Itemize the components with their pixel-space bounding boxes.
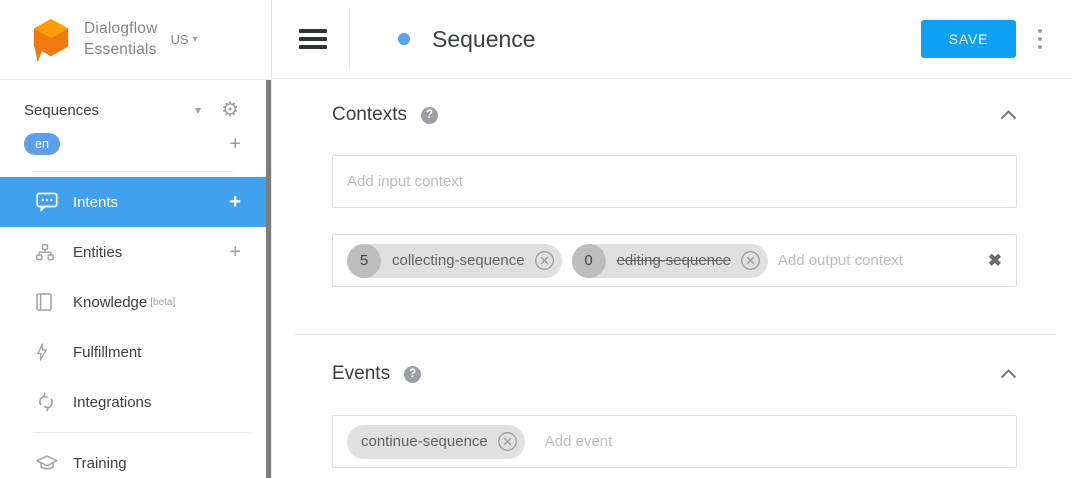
page-title: Sequence (432, 25, 536, 52)
book-icon (36, 293, 58, 311)
main-header: Sequence SAVE (272, 0, 1072, 79)
intent-status-dot (398, 33, 410, 45)
region-selector[interactable]: US ▾ (171, 32, 198, 47)
sidebar-nav: Intents + Entities + Knowledge [beta] (0, 177, 271, 478)
add-language-icon[interactable]: + (229, 133, 241, 155)
add-intent-icon[interactable]: + (229, 191, 241, 213)
gear-icon[interactable]: ⚙ (221, 99, 239, 121)
chevron-down-icon: ▾ (192, 34, 198, 45)
event-name: continue-sequence (361, 433, 488, 450)
contexts-title: Contexts (332, 104, 407, 125)
clear-contexts-icon[interactable]: ✖ (987, 250, 1002, 270)
sidebar-item-integrations[interactable]: Integrations (0, 377, 271, 427)
sidebar-scrollbar[interactable] (266, 80, 271, 478)
events-title: Events (332, 363, 391, 384)
output-context-field[interactable]: 5 collecting-sequence 0 editing-sequence… (332, 234, 1017, 287)
brand-line1: Dialogflow (84, 20, 158, 38)
event-chip[interactable]: continue-sequence (347, 424, 525, 459)
output-context-placeholder: Add output context (777, 252, 903, 269)
region-label: US (170, 32, 189, 47)
beta-badge: [beta] (150, 296, 176, 308)
events-section-header: Events ? (332, 363, 1017, 385)
remove-context-icon[interactable] (740, 250, 761, 271)
context-name: editing-sequence (616, 252, 731, 269)
brand-line2: Essentials (84, 40, 157, 58)
sitemap-icon (36, 243, 58, 261)
output-context-chip[interactable]: 0 editing-sequence (571, 243, 768, 278)
save-button[interactable]: SAVE (921, 20, 1016, 58)
sidebar-item-label: Knowledge (73, 293, 148, 311)
sidebar-item-label: Entities (73, 243, 123, 261)
help-icon[interactable]: ? (420, 106, 438, 124)
agent-name: Sequences (24, 101, 100, 119)
context-lifespan-badge[interactable]: 0 (571, 243, 606, 278)
agent-dropdown-icon[interactable]: ▾ (195, 103, 202, 117)
language-row: en + (0, 120, 271, 155)
divider (349, 8, 350, 70)
graduation-cap-icon (36, 455, 58, 471)
collapse-events-icon[interactable] (1000, 369, 1017, 379)
sidebar-item-label: Intents (73, 193, 119, 211)
sidebar-item-label: Fulfillment (73, 343, 142, 361)
divider (295, 334, 1056, 335)
dialogflow-logo-icon (33, 18, 69, 62)
sync-icon (36, 392, 58, 412)
main-area: Sequence SAVE Contexts ? Add input conte… (272, 0, 1072, 478)
add-entity-icon[interactable]: + (229, 241, 241, 263)
event-placeholder: Add event (544, 433, 613, 450)
remove-context-icon[interactable] (534, 250, 555, 271)
input-context-placeholder: Add input context (347, 173, 463, 190)
remove-event-icon[interactable] (497, 431, 518, 452)
chat-bubble-icon (36, 192, 58, 212)
contexts-section-header: Contexts ? (332, 104, 1017, 126)
event-field[interactable]: continue-sequence Add event (332, 415, 1017, 468)
agent-row: Sequences ▾ ⚙ (0, 80, 271, 120)
input-context-field[interactable]: Add input context (332, 155, 1017, 208)
help-icon[interactable]: ? (404, 365, 422, 383)
sidebar-item-intents[interactable]: Intents + (0, 177, 271, 227)
sidebar-item-label: Training (73, 454, 127, 472)
sidebar-item-training[interactable]: Training (0, 438, 271, 478)
context-name: collecting-sequence (392, 252, 525, 269)
intent-editor-content: Contexts ? Add input context 5 collectin… (272, 79, 1072, 468)
language-badge[interactable]: en (24, 133, 60, 155)
sidebar-header: Dialogflow Essentials US ▾ (0, 0, 271, 80)
divider (32, 171, 233, 172)
hamburger-menu-icon[interactable] (299, 29, 327, 49)
more-options-icon[interactable] (1038, 29, 1042, 49)
sidebar: Dialogflow Essentials US ▾ Sequences ▾ ⚙… (0, 0, 272, 478)
output-context-chip[interactable]: 5 collecting-sequence (347, 243, 562, 278)
sidebar-item-knowledge[interactable]: Knowledge [beta] (0, 277, 271, 327)
divider (33, 432, 251, 433)
lightning-icon (36, 343, 58, 361)
brand-name: Dialogflow Essentials (84, 19, 158, 59)
sidebar-item-label: Integrations (73, 393, 152, 411)
sidebar-item-fulfillment[interactable]: Fulfillment (0, 327, 271, 377)
context-lifespan-badge[interactable]: 5 (347, 243, 381, 278)
collapse-contexts-icon[interactable] (1000, 110, 1017, 120)
sidebar-item-entities[interactable]: Entities + (0, 227, 271, 277)
